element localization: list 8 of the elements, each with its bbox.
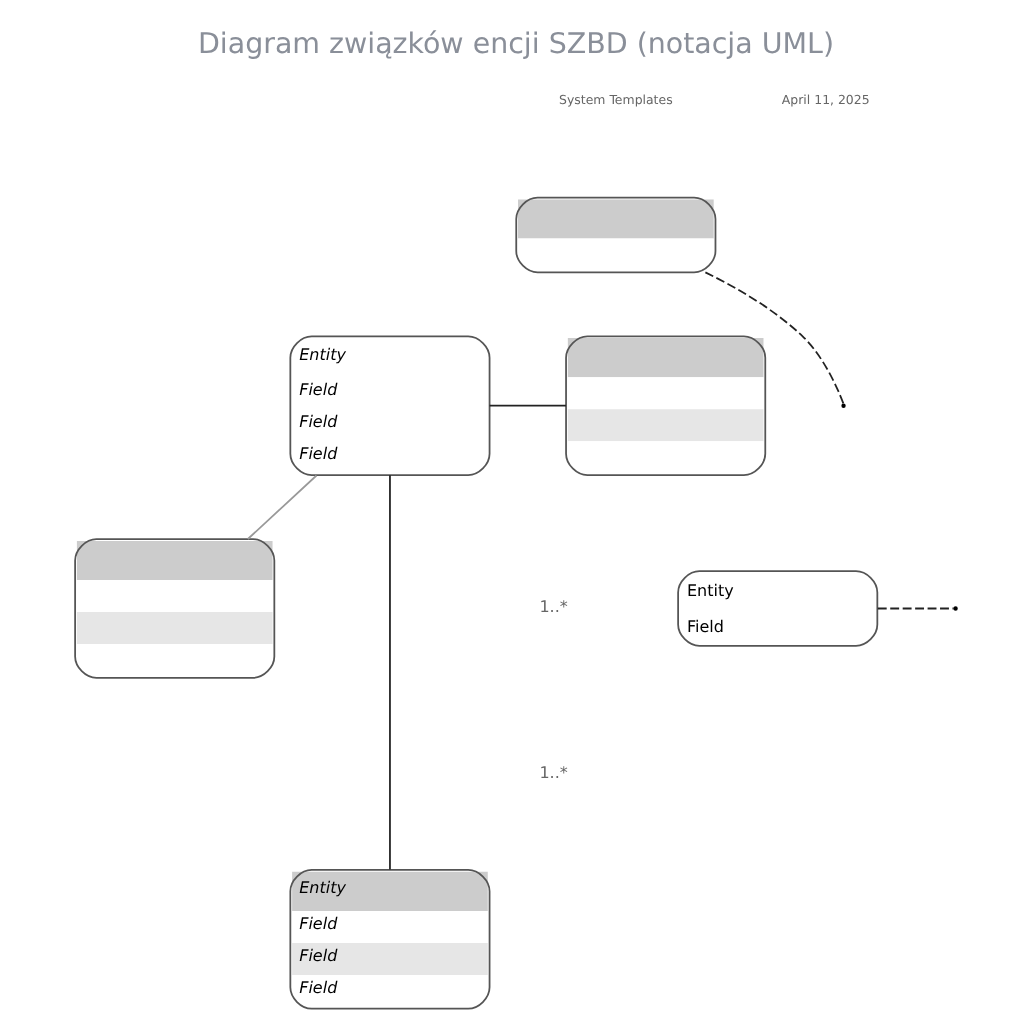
connector — [488, 404, 567, 407]
connector — [876, 607, 955, 610]
connector — [704, 271, 845, 405]
connector — [389, 474, 391, 871]
diagram-title: Diagram związków encji SZBD (notacja UML) — [197, 29, 835, 62]
label: 1..* — [539, 598, 568, 617]
connector — [247, 474, 318, 540]
label: 1..* — [539, 763, 568, 782]
